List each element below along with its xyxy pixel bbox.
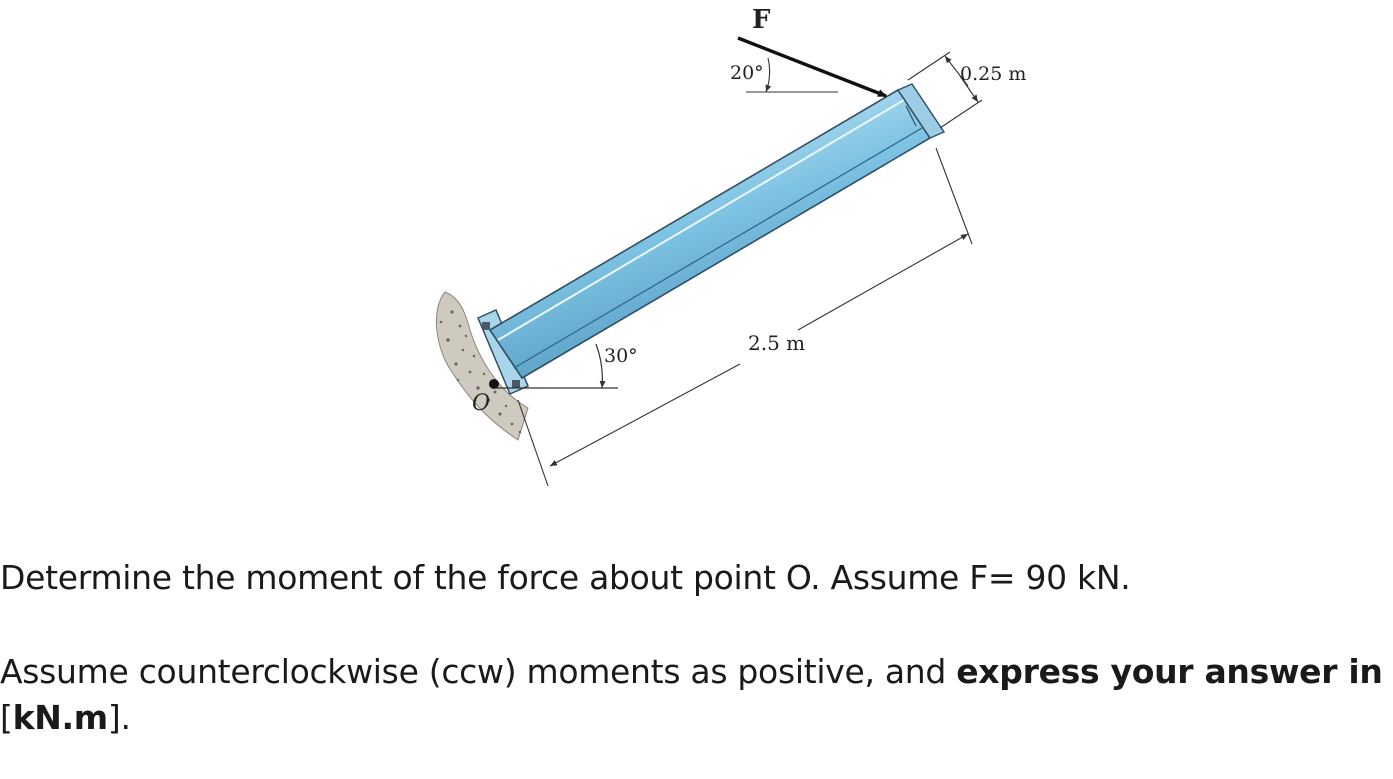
- length-dimension: [517, 147, 973, 487]
- unit-close-bracket: ].: [107, 698, 131, 737]
- width-label: 0.25 m: [960, 63, 1026, 85]
- width-dimension: [907, 51, 983, 129]
- force-label: F: [752, 5, 771, 35]
- force-arrow: [737, 36, 887, 98]
- unit-open-bracket: [: [0, 698, 13, 737]
- point-o-label: O: [472, 391, 490, 416]
- problem-instruction: Assume counterclockwise (ccw) moments as…: [0, 649, 1393, 741]
- force-angle-marking: [746, 57, 838, 93]
- beam: [488, 83, 946, 380]
- instruction-text: Assume counterclockwise (ccw) moments as…: [0, 652, 957, 691]
- length-label: 2.5 m: [748, 331, 805, 355]
- base-angle-marking: [494, 343, 618, 389]
- instruction-emphasis: express your answer in: [956, 652, 1383, 691]
- beam-diagram: O 30° 2.5 m 0.25 m F 20°: [435, 5, 1026, 487]
- problem-statement: Determine the moment of the force about …: [0, 558, 1131, 597]
- base-angle-label: 30°: [604, 345, 638, 367]
- point-o-marker: [489, 379, 499, 389]
- force-angle-label: 20°: [730, 62, 764, 84]
- ground-support: [435, 291, 529, 441]
- answer-unit: kN.m: [12, 698, 109, 737]
